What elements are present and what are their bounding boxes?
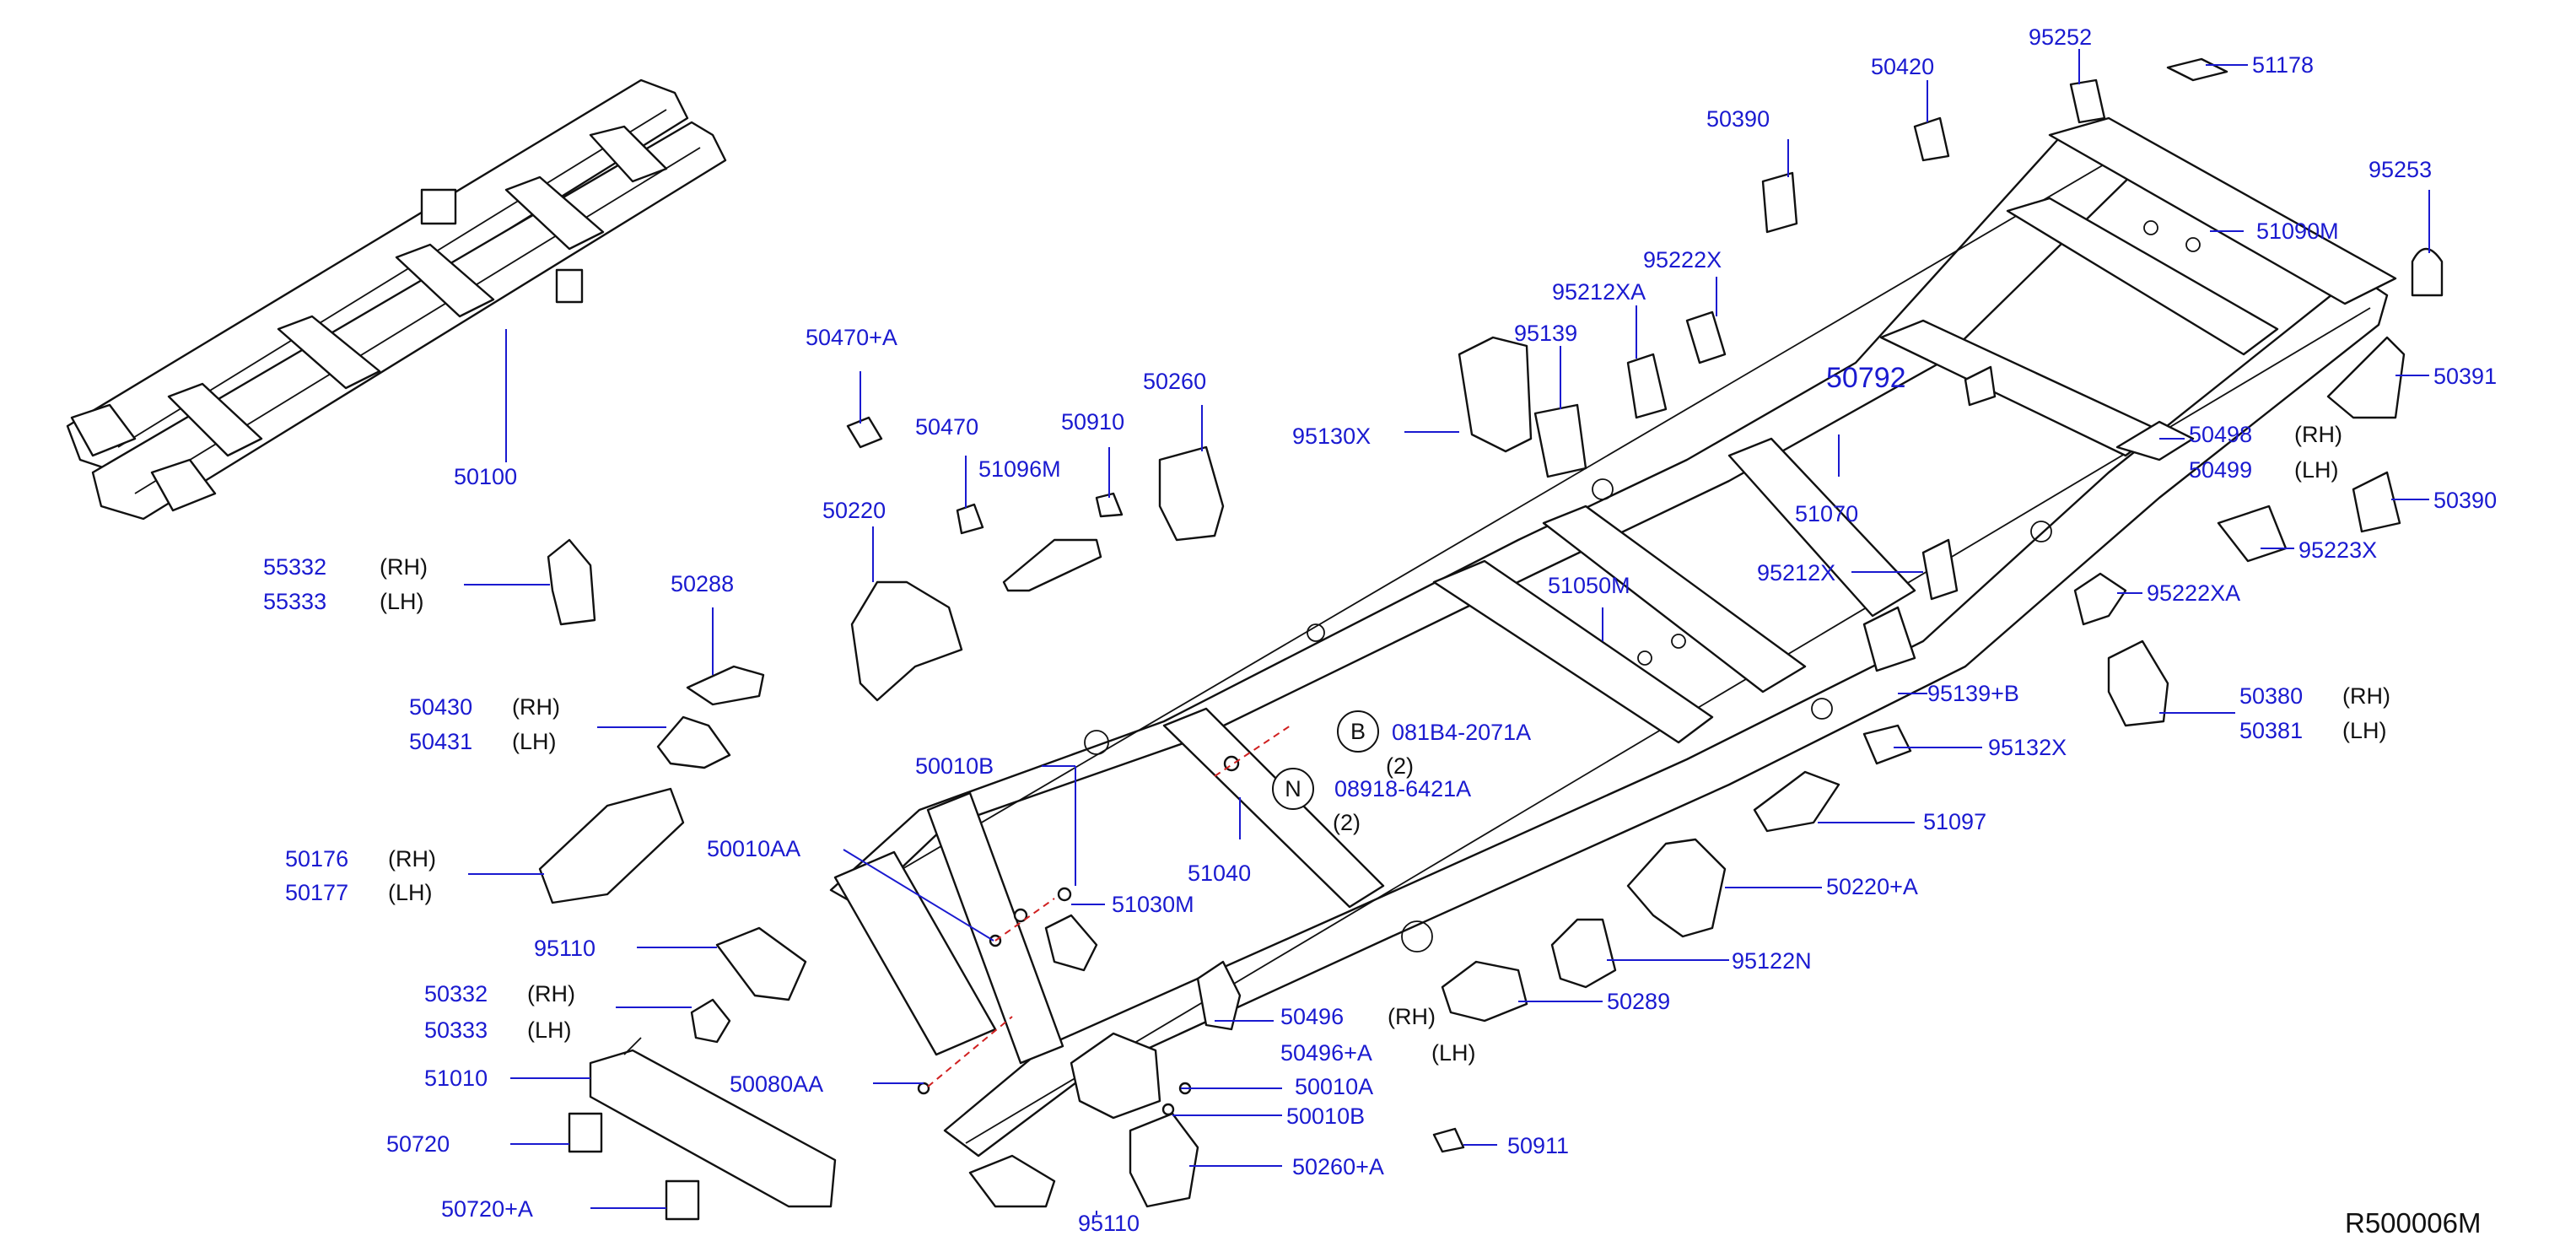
label-95122N[interactable]: 95122N: [1732, 948, 1812, 974]
label-50332[interactable]: 50332: [424, 981, 488, 1006]
part-shapes: [538, 57, 2444, 1221]
label-50381[interactable]: 50381: [2239, 718, 2304, 743]
label-55332[interactable]: 55332: [263, 554, 327, 580]
side-50431: (LH): [512, 729, 557, 754]
label-95223X[interactable]: 95223X: [2298, 537, 2378, 563]
label-95110-bottom[interactable]: 95110: [1078, 1211, 1140, 1236]
label-50010A[interactable]: 50010A: [1295, 1074, 1374, 1099]
label-95110-left[interactable]: 95110: [534, 936, 596, 961]
label-50380[interactable]: 50380: [2239, 683, 2304, 709]
label-50390-right[interactable]: 50390: [2433, 488, 2498, 513]
label-95252[interactable]: 95252: [2029, 24, 2093, 50]
label-50430[interactable]: 50430: [409, 694, 473, 720]
label-51050M[interactable]: 51050M: [1548, 573, 1630, 598]
label-50080AA[interactable]: 50080AA: [730, 1071, 824, 1097]
callout-n-symbol: N: [1272, 768, 1314, 810]
side-55332: (RH): [380, 554, 428, 580]
label-50431[interactable]: 50431: [409, 729, 473, 754]
side-50381: (LH): [2342, 718, 2387, 743]
label-50792[interactable]: 50792: [1826, 362, 1906, 394]
label-95212XA[interactable]: 95212XA: [1552, 279, 1646, 305]
label-95139B[interactable]: 95139+B: [1927, 681, 2019, 706]
label-95212X[interactable]: 95212X: [1757, 560, 1836, 586]
label-50720[interactable]: 50720: [386, 1131, 450, 1157]
label-51090M[interactable]: 51090M: [2256, 219, 2339, 244]
label-95222X[interactable]: 95222X: [1643, 247, 1722, 273]
label-50260[interactable]: 50260: [1143, 369, 1207, 394]
side-50176: (RH): [388, 846, 436, 872]
label-50720A[interactable]: 50720+A: [441, 1196, 533, 1222]
label-50220[interactable]: 50220: [822, 498, 887, 523]
label-50496[interactable]: 50496: [1280, 1004, 1345, 1029]
label-08918-6421A[interactable]: 08918-6421A: [1334, 776, 1472, 801]
side-50332: (RH): [527, 981, 575, 1006]
label-51097[interactable]: 51097: [1923, 809, 1987, 834]
leader-lines: [464, 49, 2430, 1215]
side-50496: (RH): [1388, 1004, 1436, 1029]
label-50496A[interactable]: 50496+A: [1280, 1040, 1372, 1066]
label-50176[interactable]: 50176: [285, 846, 349, 872]
label-50333[interactable]: 50333: [424, 1017, 488, 1043]
label-50498[interactable]: 50498: [2189, 422, 2253, 447]
qty-08918-6421A: (2): [1333, 810, 1361, 835]
qty-081B4-2071A: (2): [1386, 753, 1414, 779]
label-50499[interactable]: 50499: [2189, 457, 2253, 483]
side-55333: (LH): [380, 589, 424, 614]
label-50910[interactable]: 50910: [1061, 409, 1125, 434]
small-frame-illustration: [66, 78, 727, 521]
side-50498: (RH): [2294, 422, 2342, 447]
label-50288[interactable]: 50288: [671, 571, 735, 596]
label-50911[interactable]: 50911: [1507, 1133, 1570, 1158]
label-50100[interactable]: 50100: [454, 464, 518, 489]
label-50470A[interactable]: 50470+A: [806, 325, 897, 350]
main-frame-illustration: [829, 116, 2397, 1158]
label-50289[interactable]: 50289: [1607, 989, 1671, 1014]
diagram-reference-code: R500006M: [2345, 1207, 2482, 1239]
label-95222XA[interactable]: 95222XA: [2147, 580, 2241, 606]
label-51040[interactable]: 51040: [1188, 861, 1252, 886]
side-50499: (LH): [2294, 457, 2339, 483]
label-50260A[interactable]: 50260+A: [1292, 1154, 1384, 1179]
label-50220A[interactable]: 50220+A: [1826, 874, 1918, 899]
label-51030M[interactable]: 51030M: [1112, 892, 1194, 917]
label-95130X[interactable]: 95130X: [1292, 424, 1372, 449]
label-95139[interactable]: 95139: [1514, 321, 1578, 346]
label-50010B[interactable]: 50010B: [1286, 1104, 1366, 1129]
label-50391[interactable]: 50391: [2433, 364, 2498, 389]
side-50333: (LH): [527, 1017, 572, 1043]
callout-b-symbol: B: [1337, 710, 1379, 753]
label-50010AA[interactable]: 50010AA: [707, 836, 801, 861]
label-51096M[interactable]: 51096M: [978, 456, 1061, 482]
label-50177[interactable]: 50177: [285, 880, 349, 905]
label-51070[interactable]: 51070: [1795, 501, 1859, 526]
side-50177: (LH): [388, 880, 433, 905]
label-50010B-top[interactable]: 50010B: [915, 753, 994, 779]
label-95253[interactable]: 95253: [2369, 157, 2433, 182]
label-55333[interactable]: 55333: [263, 589, 327, 614]
side-50430: (RH): [512, 694, 560, 720]
bolt-axes: [927, 725, 1291, 1087]
label-51010[interactable]: 51010: [424, 1066, 488, 1091]
label-51178[interactable]: 51178: [2252, 52, 2315, 78]
label-081B4-2071A[interactable]: 081B4-2071A: [1392, 720, 1532, 745]
side-50380: (RH): [2342, 683, 2390, 709]
label-95132X[interactable]: 95132X: [1988, 735, 2067, 760]
label-50390-top[interactable]: 50390: [1706, 106, 1770, 132]
label-50420[interactable]: 50420: [1871, 54, 1935, 79]
side-50496A: (LH): [1431, 1040, 1476, 1066]
label-50470[interactable]: 50470: [915, 414, 979, 440]
